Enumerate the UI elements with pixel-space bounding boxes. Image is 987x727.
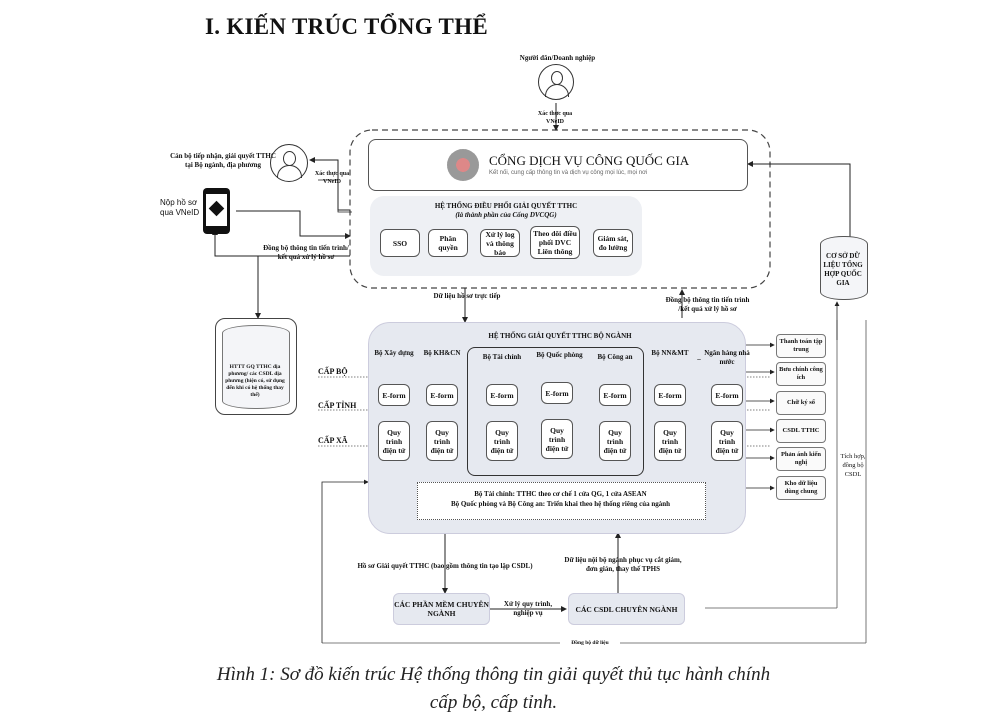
direct-data-label: Dữ liệu hồ sơ trực tiếp [433, 292, 501, 300]
portal-subtitle: Kết nối, cung cấp thông tin và dịch vụ c… [489, 169, 648, 176]
side-service-payment: Thanh toán tập trung [776, 334, 826, 358]
eform-box: E-form [541, 382, 573, 404]
page-heading: I. KIẾN TRÚC TỔNG THỂ [205, 14, 489, 39]
module-interconnect-monitor: Theo dõi điều phối DVC Liên thông [530, 226, 580, 259]
note-line-2: Bộ Quốc phòng và Bộ Công an: Triển khai … [450, 500, 671, 508]
eform-box: E-form [426, 384, 458, 406]
eprocess-box: Quy trình điện tử [426, 421, 458, 461]
citizen-auth-label: Xác thực qua VNeID [537, 111, 573, 125]
officer-avatar-icon [270, 144, 308, 182]
level-commune: CẤP XÃ [318, 436, 348, 445]
coordination-title: HỆ THỐNG ĐIỀU PHỐI GIẢI QUYẾT TTHC [434, 202, 578, 210]
process-label: Xử lý quy trình, nghiệp vụ [503, 600, 553, 617]
eform-box: E-form [599, 384, 631, 406]
eprocess-box: Quy trình điện tử [378, 421, 410, 461]
national-emblem-icon [447, 149, 479, 181]
sync-to-mobile-arrow [212, 229, 350, 257]
module-permission: Phân quyền [428, 229, 468, 257]
side-service-tthc-db: CSDL TTHC [776, 419, 826, 443]
local-db-frame [215, 318, 297, 415]
nationaldb-portal-arrow [747, 161, 851, 238]
level-ministry: CẤP BỘ [318, 367, 348, 376]
citizen-label: Người dân/Doanh nghiệp [519, 54, 596, 62]
mobile-label: Nộp hồ sơ qua VNeID [160, 198, 200, 217]
column-head: Bộ Công an [597, 353, 633, 361]
eform-box: E-form [654, 384, 686, 406]
ministry-note-box [417, 482, 706, 520]
column-head: Bộ Xây dựng [374, 349, 414, 357]
integration-label: Tích hợp, đồng bộ CSDL [840, 453, 866, 478]
officer-auth-label: Xác thực qua VNeID [314, 171, 350, 185]
column-head: Bộ Quốc phòng [536, 351, 583, 359]
national-db-label: CƠ SỞ DỮ LIỆU TỔNG HỢP QUỐC GIA [823, 252, 863, 287]
specialized-db-box: CÁC CSDL CHUYÊN NGÀNH [568, 593, 685, 625]
officer-label: Cán bộ tiếp nhận, giải quyết TTHC tại Bộ… [170, 152, 276, 169]
internal-data-label: Dữ liệu nội bộ ngành phục vụ cắt giảm, đ… [564, 556, 682, 573]
specialized-software-box: CÁC PHẦN MỀM CHUYÊN NGÀNH [393, 593, 490, 625]
eprocess-box: Quy trình điện tử [541, 419, 573, 459]
dossier-label: Hồ sơ Giải quyết TTHC (bao gồm thông tin… [357, 562, 533, 570]
side-service-postal: Bưu chính công ích [776, 362, 826, 386]
local-db-label: HTTT GQ TTHC địa phương/ các CSDL địa ph… [225, 364, 285, 398]
side-service-digital-signature: Chữ ký số [776, 391, 826, 415]
figure-caption-line1: Hình 1: Sơ đồ kiến trúc Hệ thống thông t… [216, 664, 771, 685]
national-db-cylinder-icon [820, 236, 868, 300]
local-db-cylinder-icon [222, 325, 290, 409]
coordination-subtitle: (là thành phần của Cổng DVCQG) [455, 211, 557, 219]
module-monitoring: Giám sát, đo lường [593, 229, 633, 257]
eprocess-box: Quy trình điện tử [711, 421, 743, 461]
column-head: Bộ KH&CN [423, 349, 461, 357]
mobile-submit-arrow [236, 210, 351, 239]
column-separator: – [697, 355, 701, 363]
eform-box: E-form [711, 384, 743, 406]
eprocess-box: Quy trình điện tử [654, 421, 686, 461]
portal-title: CỔNG DỊCH VỤ CÔNG QUỐC GIA [489, 152, 690, 168]
eform-box: E-form [378, 384, 410, 406]
eprocess-box: Quy trình điện tử [599, 421, 631, 461]
national-portal-box: CỔNG DỊCH VỤ CÔNG QUỐC GIA Kết nối, cung… [368, 139, 748, 191]
module-sso: SSO [380, 229, 420, 257]
ministry-system-title: HỆ THỐNG GIẢI QUYẾT TTHC BỘ NGÀNH [488, 332, 632, 340]
column-head: Bộ NN&MT [651, 349, 689, 357]
sync-right-label: Đồng bộ thông tin tiến trình /kết quả xử… [665, 296, 750, 313]
note-line-1: Bộ Tài chính: TTHC theo cơ chế 1 cửa QG,… [474, 490, 647, 498]
citizen-avatar-icon [538, 64, 574, 100]
side-service-shared-data: Kho dữ liệu dùng chung [776, 476, 826, 500]
level-province: CẤP TỈNH [318, 401, 357, 410]
column-head: Bộ Tài chính [482, 353, 522, 361]
module-log-notify: Xử lý log và thông báo [480, 229, 520, 257]
column-head: Ngân hàng nhà nước [704, 349, 750, 366]
special-ministries-group [467, 347, 644, 476]
side-service-feedback: Phản ánh kiến nghị [776, 447, 826, 471]
figure-caption-line2: cấp bộ, cấp tỉnh. [429, 692, 558, 713]
data-sync-label: Đồng bộ dữ liệu [560, 639, 620, 648]
mobile-phone-icon [203, 188, 230, 234]
eform-box: E-form [486, 384, 518, 406]
sync-left-label: Đồng bộ thông tin tiến trình/ kết quả xử… [263, 244, 349, 261]
eprocess-box: Quy trình điện tử [486, 421, 518, 461]
